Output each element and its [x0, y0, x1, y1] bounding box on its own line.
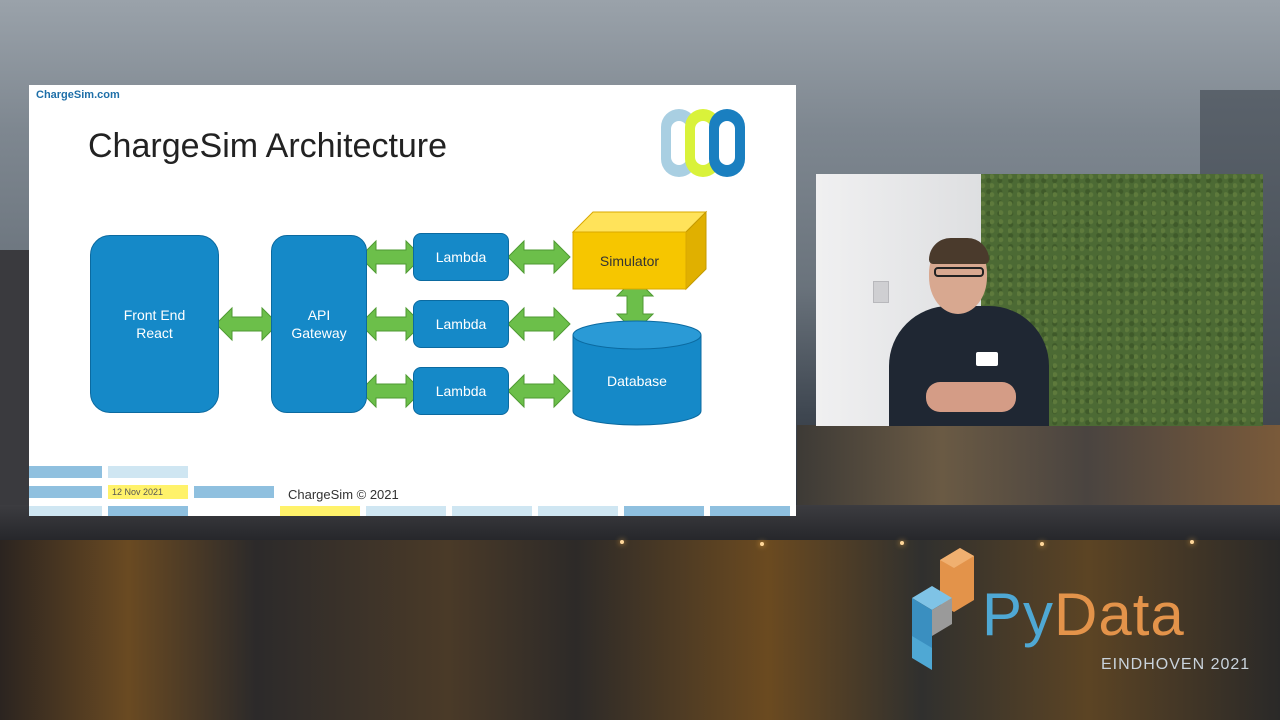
footer-strip: [29, 486, 102, 498]
footer-strip: [29, 466, 102, 478]
glasses-icon: [934, 267, 984, 277]
database-label: Database: [607, 373, 667, 389]
arrow-lambda-2-database: [507, 307, 571, 341]
footer-strip: [710, 506, 790, 516]
shore-light: [1190, 540, 1194, 544]
simulator-cube: [571, 210, 708, 291]
api-gateway-box: API Gateway: [271, 235, 367, 413]
pydata-subtitle: EINDHOVEN 2021: [1101, 656, 1251, 673]
footer-strip: [29, 506, 102, 516]
speaker-video: [816, 174, 1263, 426]
shore-light: [620, 540, 624, 544]
footer-strip: [366, 506, 446, 516]
wall-switch: [873, 281, 889, 303]
footer-strip: [108, 466, 188, 478]
pydata-wordmark: PyData: [982, 581, 1185, 648]
name-badge: [976, 352, 998, 366]
footer-strip: [194, 486, 274, 498]
slide-title: ChargeSim Architecture: [88, 127, 448, 165]
footer-strip: [452, 506, 532, 516]
arrow-lambda-1-simulator: [507, 240, 571, 274]
lambda-box-3: Lambda: [413, 367, 509, 415]
shore-light: [900, 541, 904, 545]
shore-light: [760, 542, 764, 546]
pydata-cube-icon: [912, 548, 974, 670]
shore-light: [1040, 542, 1044, 546]
speaker-hands: [926, 382, 1016, 412]
lambda-box-2: Lambda: [413, 300, 509, 348]
diagram-arrows: [215, 210, 708, 426]
arrow-lambda-3-database: [507, 374, 571, 408]
date-label: 12 Nov 2021: [108, 485, 188, 499]
simulator-label: Simulator: [599, 252, 660, 269]
footer-strip: [280, 506, 360, 516]
company-logo: [661, 109, 745, 177]
speaker-hair: [929, 238, 989, 264]
front-end-box: Front End React: [90, 235, 219, 413]
footer-strip: [108, 506, 188, 516]
arrow-frontend-gateway: [215, 307, 279, 341]
presentation-slide: ChargeSim.com ChargeSim Architecture: [29, 85, 796, 516]
lambda-box-1: Lambda: [413, 233, 509, 281]
footer-copyright: ChargeSim © 2021: [288, 487, 399, 502]
footer-strip: [624, 506, 704, 516]
brand-label: ChargeSim.com: [36, 89, 120, 101]
footer-strip: [538, 506, 618, 516]
background-water: [0, 540, 1280, 720]
database-cylinder: [572, 320, 702, 426]
